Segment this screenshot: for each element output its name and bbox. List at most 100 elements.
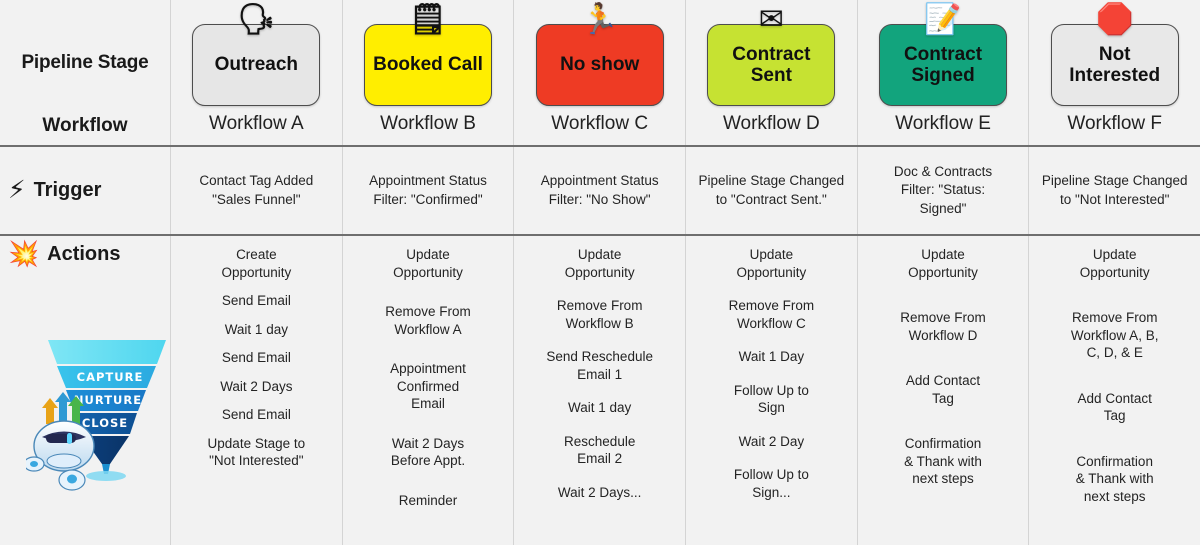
action-item[interactable]: Send Email [221, 350, 291, 366]
workflow-label: Workflow [42, 115, 128, 136]
stage-name: Not Interested [1069, 43, 1161, 86]
action-item[interactable]: Wait 2 Day [738, 433, 805, 449]
stage-box[interactable]: 🗒 Booked Call [364, 5, 492, 106]
action-item[interactable]: Wait 1 Day [738, 349, 805, 365]
workflow-name: Workflow D [722, 113, 820, 134]
trigger-label: Trigger [33, 179, 102, 201]
explosion-icon: 💥 [8, 240, 40, 268]
actions-label-cell: 💥 Actions [0, 236, 170, 545]
speaking-head-icon: 🗣 [237, 3, 276, 36]
stage-box[interactable]: 📝 Contract Signed [879, 5, 1008, 106]
actions-heading: 💥 Actions [0, 236, 170, 267]
sales-funnel-illustration: CAPTURE NURTURE CLOSE [23, 324, 176, 494]
trigger-divider [0, 234, 1200, 236]
memo-pencil-icon: 📝 [924, 3, 962, 36]
stage-box[interactable]: 🛑 Not Interested [1050, 5, 1179, 106]
header-divider [0, 145, 1200, 147]
stage-name: Booked Call [373, 54, 483, 76]
stage-name: Contract Sent [732, 43, 811, 86]
workflow-name: Workflow F [1067, 113, 1163, 134]
trigger-label-cell: ⚡ Trigger [0, 147, 170, 234]
stage-name: Contract Signed [903, 43, 983, 86]
actions-label: Actions [47, 243, 121, 265]
svg-text:CAPTURE: CAPTURE [77, 370, 144, 384]
trigger-text: Contact Tag Added"Sales Funnel" [199, 173, 314, 207]
running-person-icon: 🏃 [580, 3, 619, 36]
lightning-bolt-icon: ⚡ [8, 176, 26, 204]
workflow-name: Workflow C [551, 113, 649, 134]
action-item[interactable]: Reminder [398, 492, 458, 508]
pipeline-stage-label: Pipeline Stage [21, 52, 149, 73]
stage-box[interactable]: ✉ Contract Sent [707, 5, 836, 106]
svg-text:CLOSE: CLOSE [82, 416, 128, 430]
trigger-row: ⚡ Trigger Contact Tag Added"Sales Funnel… [0, 147, 1200, 234]
stage-box[interactable]: 🏃No show [535, 5, 664, 106]
workflow-name: Workflow B [380, 113, 476, 134]
action-item[interactable]: Wait 1 day [224, 321, 288, 337]
spiral-notepad-icon: 🗒 [408, 3, 448, 36]
svg-text:NURTURE: NURTURE [74, 393, 142, 407]
workflow-name: Workflow E [895, 113, 991, 134]
envelope-icon: ✉ [758, 3, 784, 36]
stop-sign-icon: 🛑 [1096, 3, 1134, 36]
header-label-cell: Pipeline Stage Workflow [0, 0, 170, 145]
action-item[interactable]: Send Email [221, 407, 291, 423]
trigger-cell-1: Contact Tag Added"Sales Funnel" [170, 147, 342, 234]
actions-row: 💥 Actions [0, 236, 1200, 545]
action-item[interactable]: Send Email [221, 293, 291, 309]
action-item[interactable]: Wait 2 Days... [557, 484, 642, 500]
workflow-name: Workflow A [208, 113, 304, 134]
action-item[interactable]: Wait 1 day [568, 400, 632, 416]
stage-box[interactable]: 🗣Outreach [192, 5, 321, 106]
action-item[interactable]: Wait 2 Days [220, 378, 293, 394]
action-item[interactable]: Update Stage to"Not Interested" [207, 435, 306, 469]
